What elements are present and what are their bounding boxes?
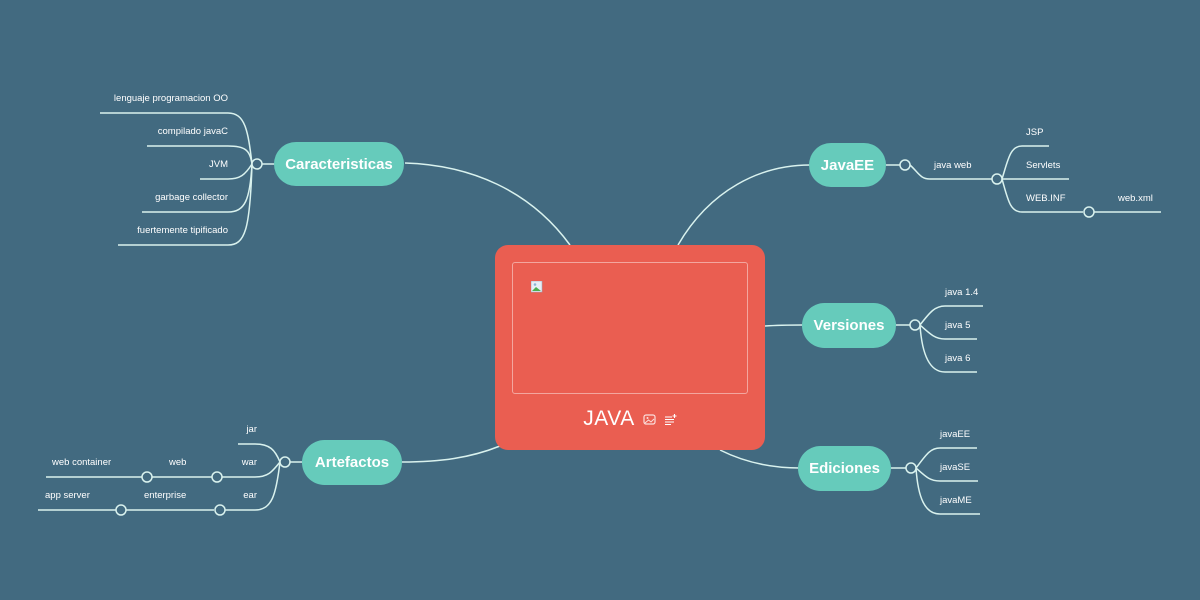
subtopic-javase[interactable]: javaSE (940, 462, 971, 473)
subtopic-enterprise[interactable]: enterprise (144, 490, 187, 501)
subtopic-java-1-4[interactable]: java 1.4 (945, 287, 979, 298)
subtopic-app-server[interactable]: app server (45, 490, 90, 501)
subtopic-war[interactable]: war (241, 457, 257, 468)
subtopic-web-inf[interactable]: WEB.INF (1026, 193, 1066, 204)
subtopic-web[interactable]: web (169, 457, 187, 468)
subtopic-jsp[interactable]: JSP (1026, 127, 1044, 138)
topic-caracteristicas[interactable]: Caracteristicas (274, 142, 404, 186)
subtopic-compilado-javac[interactable]: compilado javaC (157, 126, 228, 137)
subtopic-jvm[interactable]: JVM (209, 159, 228, 170)
subtopic-jar[interactable]: jar (246, 424, 257, 435)
topic-javaee[interactable]: JavaEE (809, 143, 886, 187)
central-topic[interactable]: JAVA (495, 245, 765, 450)
subtopic-java-web[interactable]: java web (934, 160, 972, 171)
subtopic-web-xml[interactable]: web.xml (1118, 193, 1153, 204)
subtopic-servlets[interactable]: Servlets (1026, 160, 1061, 171)
subtopic-java-5[interactable]: java 5 (945, 320, 971, 331)
subtopic-javame[interactable]: javaME (940, 495, 972, 506)
add-note-icon[interactable] (664, 413, 677, 426)
subtopic-fuertemente-tipificado[interactable]: fuertemente tipificado (137, 225, 228, 236)
subtopic-javaee[interactable]: javaEE (940, 429, 971, 440)
subtopic-lenguaje-programacion-oo[interactable]: lenguaje programacion OO (113, 93, 228, 104)
image-icon[interactable] (643, 413, 656, 426)
subtopic-java-6[interactable]: java 6 (945, 353, 971, 364)
topic-versiones[interactable]: Versiones (802, 303, 896, 348)
image-placeholder[interactable] (512, 262, 748, 394)
topic-artefactos[interactable]: Artefactos (302, 440, 402, 485)
central-title: JAVA (583, 407, 635, 430)
subtopic-garbage-collector[interactable]: garbage collector (155, 192, 228, 203)
subtopic-ear[interactable]: ear (243, 490, 257, 501)
subtopic-web-container[interactable]: web container (52, 457, 112, 468)
broken-image-icon (531, 281, 543, 293)
topic-ediciones[interactable]: Ediciones (798, 446, 891, 491)
